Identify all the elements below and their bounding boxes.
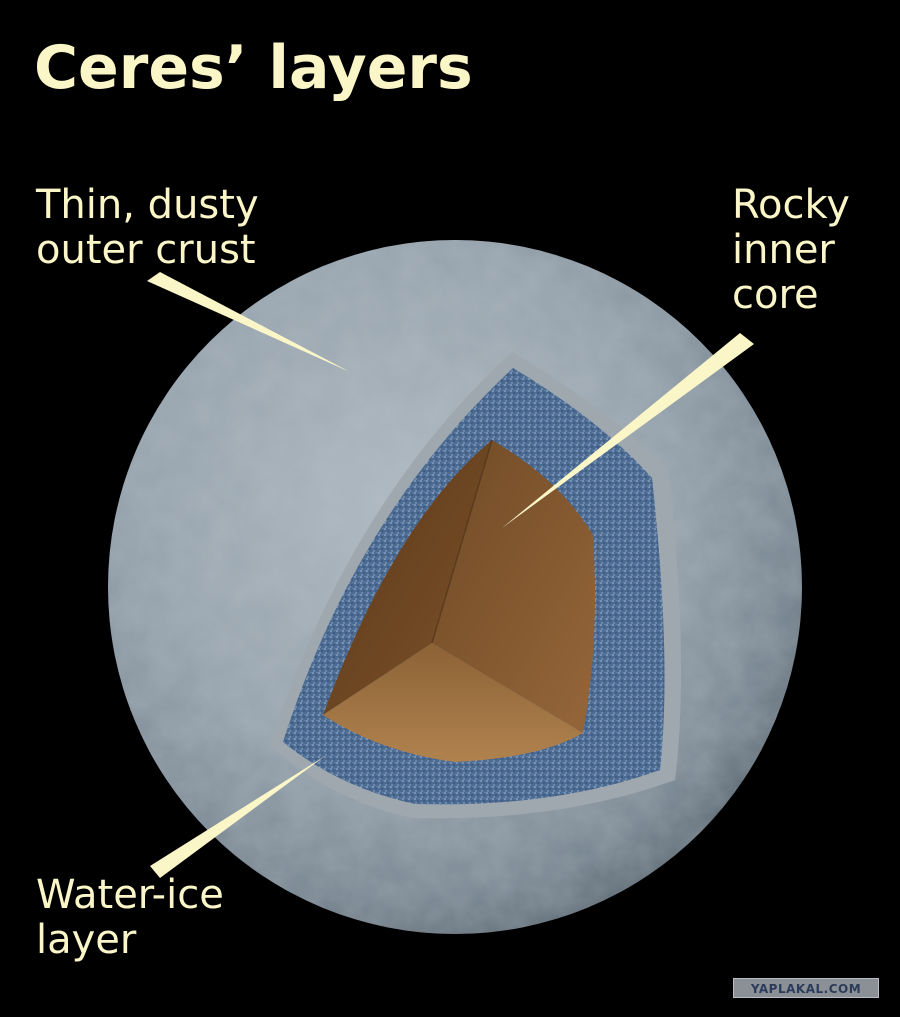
core-left-face	[323, 440, 492, 715]
core-pointer	[502, 333, 754, 528]
crust-label-line: Thin, dusty	[36, 182, 259, 228]
watermark: YAPLAKAL.COM	[733, 978, 879, 998]
crust-label: Thin, dusty outer crust	[36, 183, 259, 273]
water-label-line: layer	[36, 916, 137, 963]
core-label-line: core	[732, 271, 819, 318]
water-pointer	[150, 756, 325, 878]
core-right-face	[432, 440, 596, 733]
diagram-title: Ceres’ layers	[34, 33, 473, 103]
core-label-line: Rocky	[732, 182, 850, 228]
crust-label-line: outer crust	[36, 226, 256, 273]
core-label-line: inner	[732, 226, 835, 273]
water-ice-label: Water-ice layer	[36, 873, 224, 963]
water-label-line: Water-ice	[36, 872, 224, 918]
core-label: Rocky inner core	[732, 183, 850, 317]
core-floor	[323, 643, 583, 762]
crust-pointer	[147, 272, 350, 372]
core-edge-vertical	[431, 439, 493, 644]
